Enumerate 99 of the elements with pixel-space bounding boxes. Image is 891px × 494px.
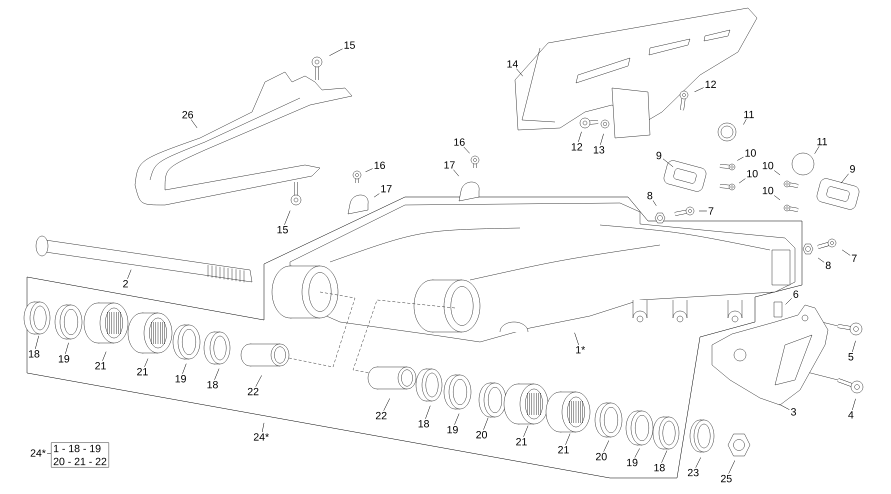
leader-line — [383, 398, 390, 411]
leader-line — [574, 332, 579, 346]
callout-number: 23 — [688, 468, 699, 476]
callout-number: 13 — [594, 146, 604, 154]
leader-line — [695, 457, 702, 468]
leader-line — [842, 250, 850, 256]
callout-number: 4 — [848, 411, 854, 418]
callout-number: 8 — [826, 262, 831, 270]
leader-line — [779, 404, 790, 410]
callout-number: 22 — [248, 388, 258, 396]
callout-number: 19 — [176, 375, 186, 382]
leader-line — [785, 298, 792, 305]
leader-line — [483, 417, 488, 430]
leader-line — [523, 425, 528, 438]
leader-line — [454, 413, 460, 426]
leader-line — [738, 178, 746, 184]
callout-number: 15 — [277, 226, 288, 234]
leader-line — [852, 340, 856, 352]
callout-number: 16 — [454, 138, 465, 146]
callout-number: 5 — [848, 353, 854, 360]
callout-number: 26 — [182, 111, 194, 118]
callout-number: 12 — [706, 80, 716, 88]
leader-line — [661, 450, 668, 463]
leader-line — [737, 156, 744, 161]
callout-number: 1* — [576, 346, 586, 354]
callout-number: 18 — [207, 380, 218, 388]
callout-number: 17 — [381, 185, 392, 192]
callout-number: 19 — [58, 355, 70, 363]
callout-number: 25 — [720, 474, 732, 482]
leader-line — [694, 87, 704, 92]
parts-list-box: 1 - 18 - 19 20 - 21 - 22 — [50, 442, 110, 468]
leader-line — [516, 68, 524, 76]
callout-number: 8 — [647, 192, 652, 200]
callout-number: 2 — [123, 280, 128, 288]
leader-line — [565, 433, 570, 446]
leader-line — [698, 210, 708, 212]
leader-line — [144, 358, 148, 368]
callout-number: 7 — [708, 207, 714, 215]
leader-line — [600, 134, 604, 146]
leader-line — [578, 132, 582, 142]
leader-line — [46, 453, 52, 454]
leader-line — [214, 368, 220, 380]
callout-number: 18 — [418, 420, 429, 428]
leader-line — [840, 174, 849, 184]
leader-line — [743, 119, 747, 125]
callout-number: 7 — [852, 254, 857, 262]
leader-line — [284, 210, 290, 226]
callout-number: 18 — [654, 464, 665, 472]
leader-line — [634, 448, 640, 458]
callout-number: 17 — [444, 161, 455, 169]
callout-number: 10 — [762, 186, 774, 194]
leader-line — [127, 269, 132, 280]
leader-line — [728, 460, 736, 474]
callout-number: 14 — [507, 60, 518, 68]
leader-line — [774, 170, 780, 176]
leader-line — [255, 375, 262, 387]
leader-line — [65, 342, 69, 354]
leader-line — [190, 119, 198, 128]
leader-line — [852, 398, 856, 410]
callout-number: 20 — [596, 452, 607, 460]
callout-number: 10 — [745, 149, 756, 157]
callout-number: 20 — [476, 431, 487, 438]
leader-line — [453, 169, 460, 176]
leader-line — [818, 258, 824, 263]
leader-line — [814, 146, 820, 154]
callout-number: 19 — [627, 458, 638, 466]
leader-line — [35, 336, 39, 350]
leader-line — [662, 158, 674, 168]
callout-number: 16 — [374, 162, 385, 170]
callout-number: 15 — [344, 41, 355, 49]
leader-line — [262, 422, 264, 432]
callout-number: 9 — [850, 165, 855, 173]
leader-line — [102, 351, 106, 362]
callout-number: 19 — [447, 426, 458, 434]
leader-line — [774, 195, 780, 200]
leader-line — [365, 168, 373, 172]
callout-number: 22 — [376, 412, 387, 420]
leader-line — [652, 200, 657, 206]
callout-number: 21 — [516, 438, 527, 446]
callout-number: 11 — [744, 110, 754, 118]
callout-number: 10 — [747, 170, 758, 178]
callout-number: 21 — [137, 368, 148, 376]
leader-line — [425, 405, 431, 420]
leader-line — [464, 146, 470, 154]
callout-number: 10 — [762, 162, 774, 170]
leader-line — [603, 440, 610, 452]
callout-number: 21 — [95, 362, 106, 370]
callout-number: 6 — [793, 290, 798, 298]
callout-number: 21 — [558, 446, 569, 454]
leader-line — [182, 363, 186, 374]
leader-line — [374, 193, 380, 198]
callout-number: 24* — [30, 449, 46, 457]
callout-number: 11 — [817, 138, 828, 146]
callout-number: 12 — [572, 143, 582, 150]
callout-number: 24* — [254, 433, 269, 441]
leader-line — [329, 48, 343, 56]
callout-number: 9 — [656, 152, 662, 160]
callout-number: 18 — [28, 350, 40, 358]
callout-number: 3 — [791, 408, 796, 416]
